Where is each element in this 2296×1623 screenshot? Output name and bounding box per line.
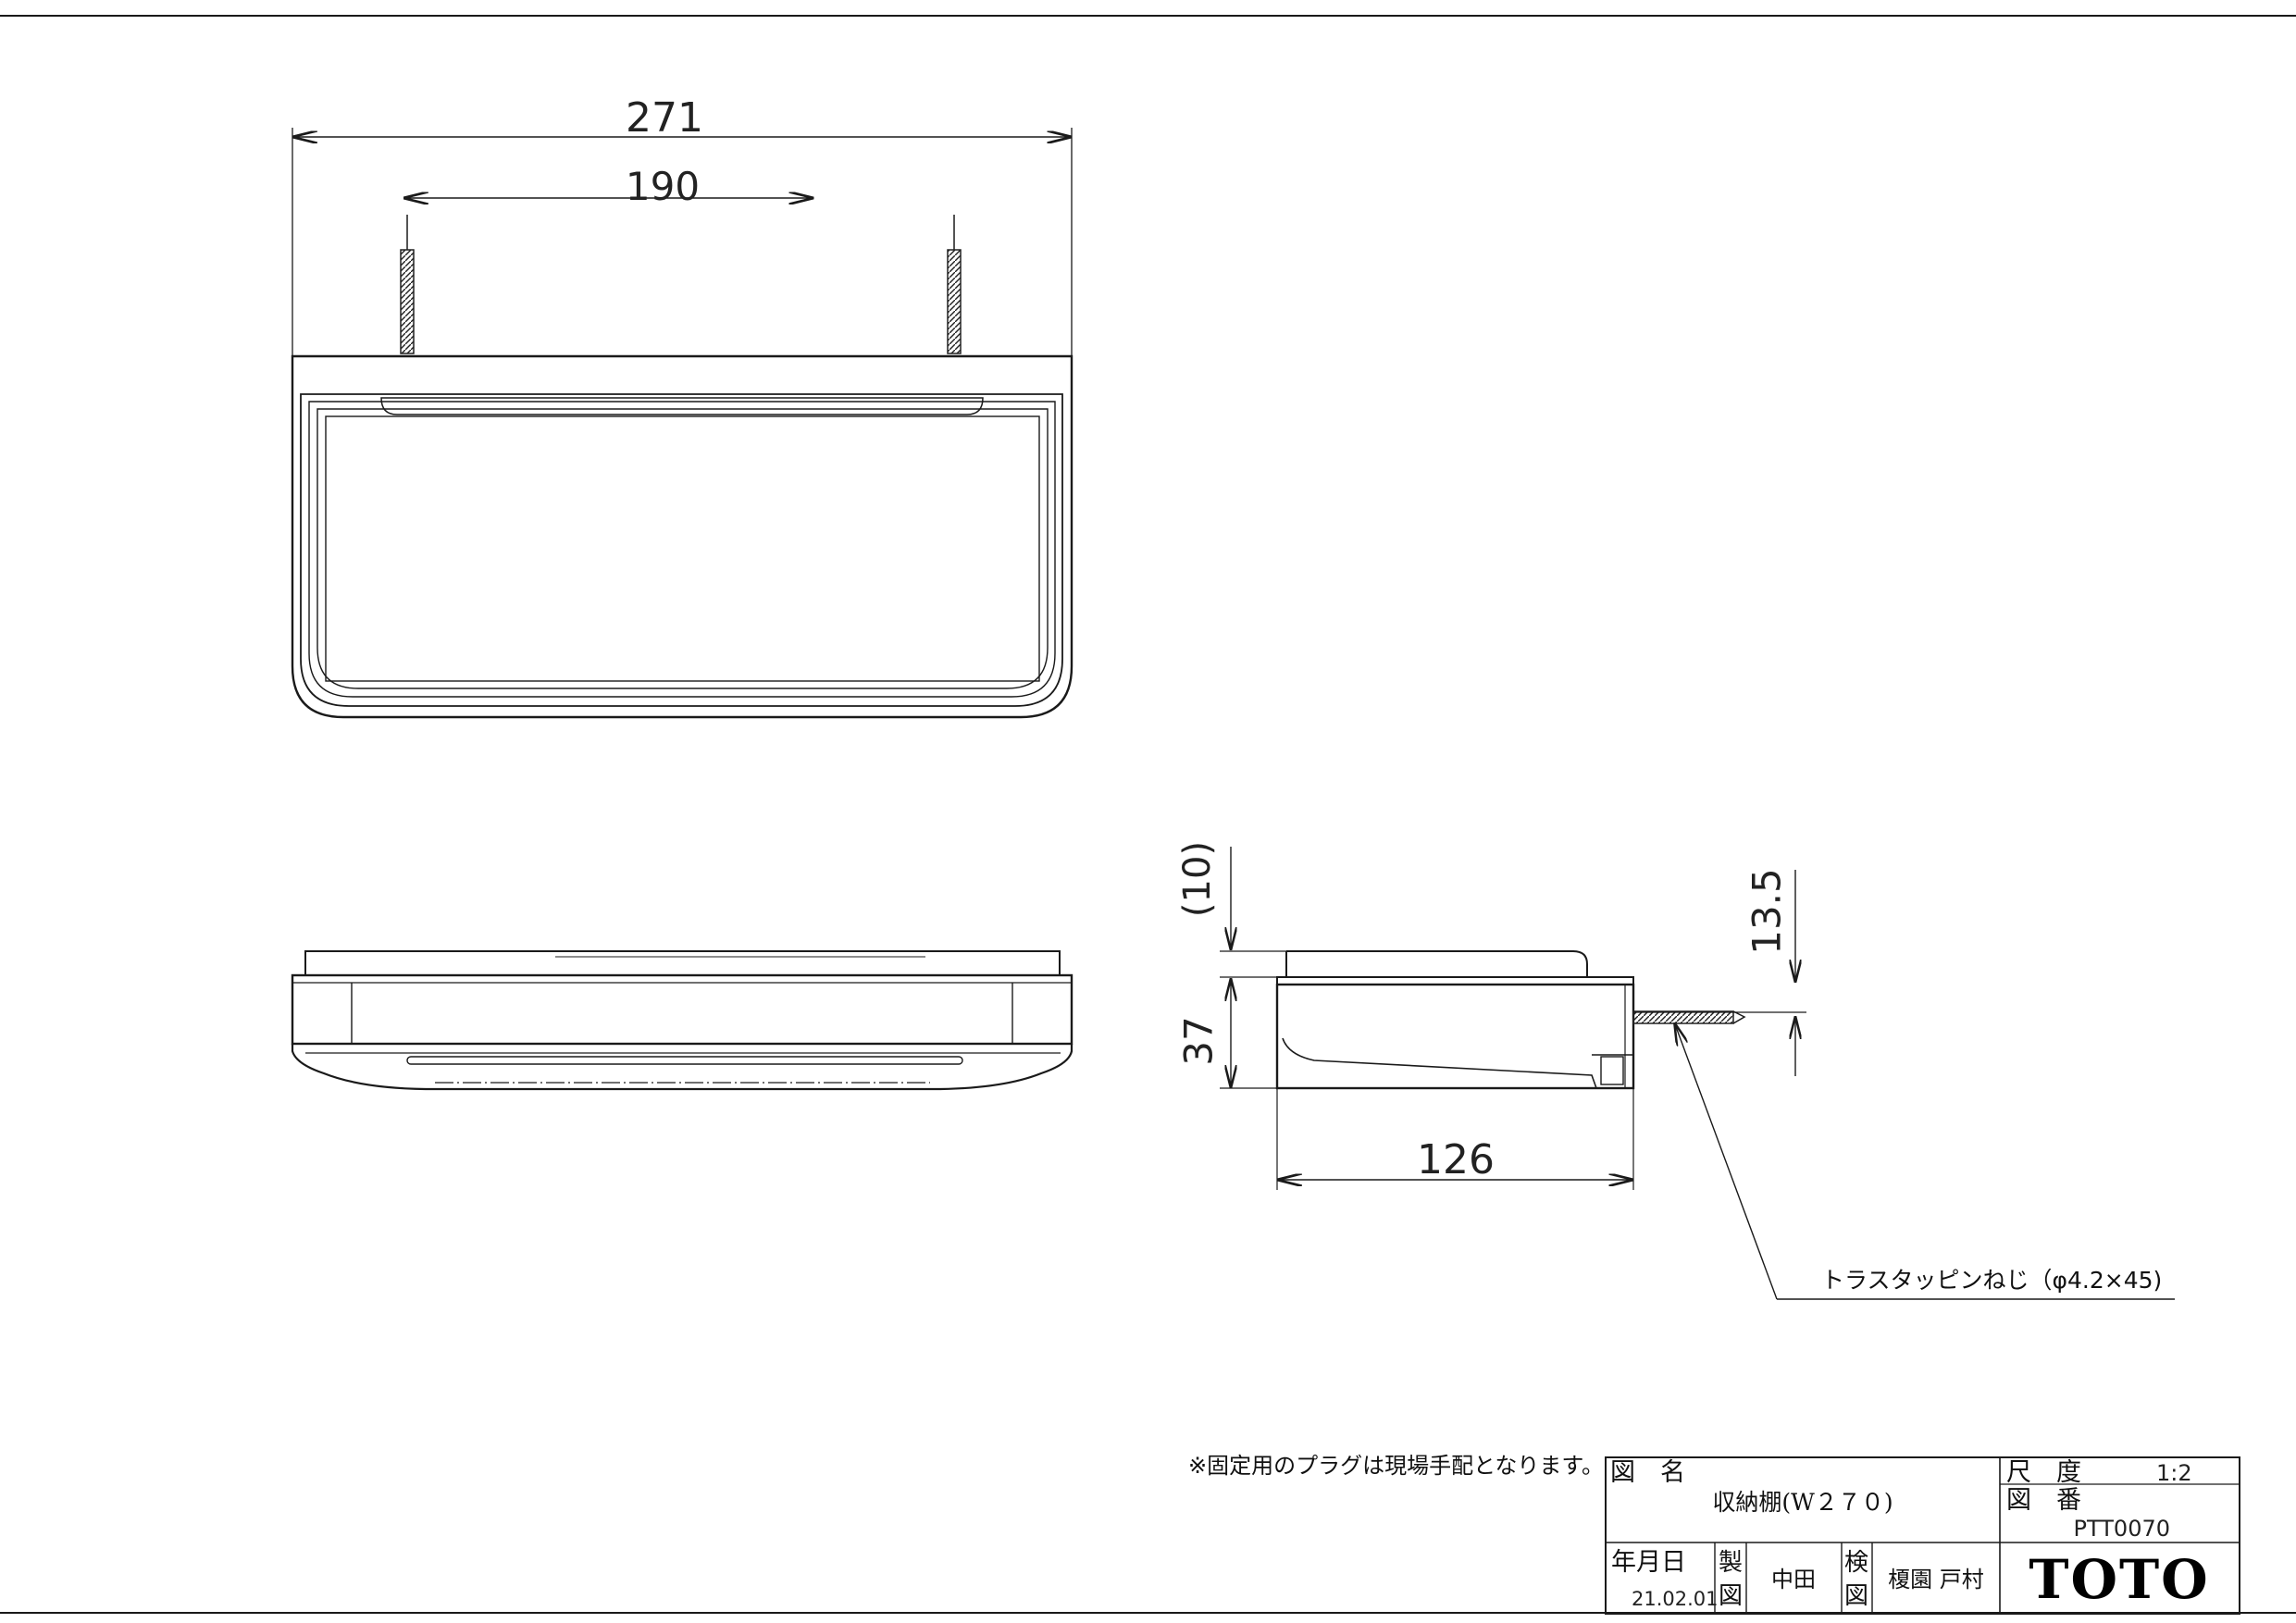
shelf-lip	[380, 397, 984, 415]
side-view-body	[1275, 983, 1635, 1090]
scale-label: 尺 度	[2006, 1458, 2081, 1487]
drafted-label-top: 製	[1719, 1549, 1743, 1577]
scale-value: 1:2	[2156, 1460, 2192, 1486]
front-view: 271 190	[291, 94, 1074, 719]
drawing-number-label: 図 番	[2006, 1486, 2081, 1515]
date-label: 年月日	[1611, 1548, 1686, 1577]
title-block: 図 名 収納棚(W２７０) 尺 度 1:2 図 番 PTT0070 年月日 21…	[1605, 1456, 2240, 1615]
shelf-front-outline	[291, 354, 1074, 719]
date-value: 21.02.01	[1632, 1588, 1719, 1610]
toto-logo: TOTO	[2029, 1548, 2209, 1611]
drafted-label-bottom: 図	[1719, 1582, 1743, 1610]
bottom-view	[291, 950, 1074, 1091]
screw-left	[400, 215, 415, 354]
plug-note: ※固定用のプラグは現場手配となります。	[1188, 1453, 1604, 1479]
height-dimension-label: 37	[1176, 1016, 1222, 1065]
screw-label: トラスタッピンねじ（φ4.2×45)	[1821, 1267, 2162, 1294]
pitch-dimension-label: 190	[626, 164, 700, 209]
side-screw	[1632, 1010, 1734, 1024]
width-dimension-label: 271	[626, 94, 703, 142]
bottom-view-body	[291, 973, 1074, 1046]
depth-dimension-label: 126	[1417, 1136, 1495, 1183]
checked-label-bottom: 図	[1844, 1582, 1868, 1610]
drawing-name: 収納棚(W２７０)	[1712, 1489, 1893, 1516]
checked-by: 榎園 戸村	[1888, 1567, 1984, 1592]
drawing-name-label: 図 名	[1610, 1458, 1685, 1487]
drawing-number: PTT0070	[2074, 1516, 2170, 1542]
side-view: (10) 37 13.5 126 トラスタッピンねじ（φ4.2×45)	[1176, 841, 2175, 1300]
clearance-dimension-label: (10)	[1176, 841, 1219, 917]
screw-right	[947, 215, 962, 354]
checked-label-top: 検	[1844, 1549, 1868, 1577]
screw-offset-dimension-label: 13.5	[1744, 868, 1790, 955]
screw-leader-line	[1675, 1024, 1778, 1300]
drafted-by: 中田	[1771, 1567, 1816, 1592]
